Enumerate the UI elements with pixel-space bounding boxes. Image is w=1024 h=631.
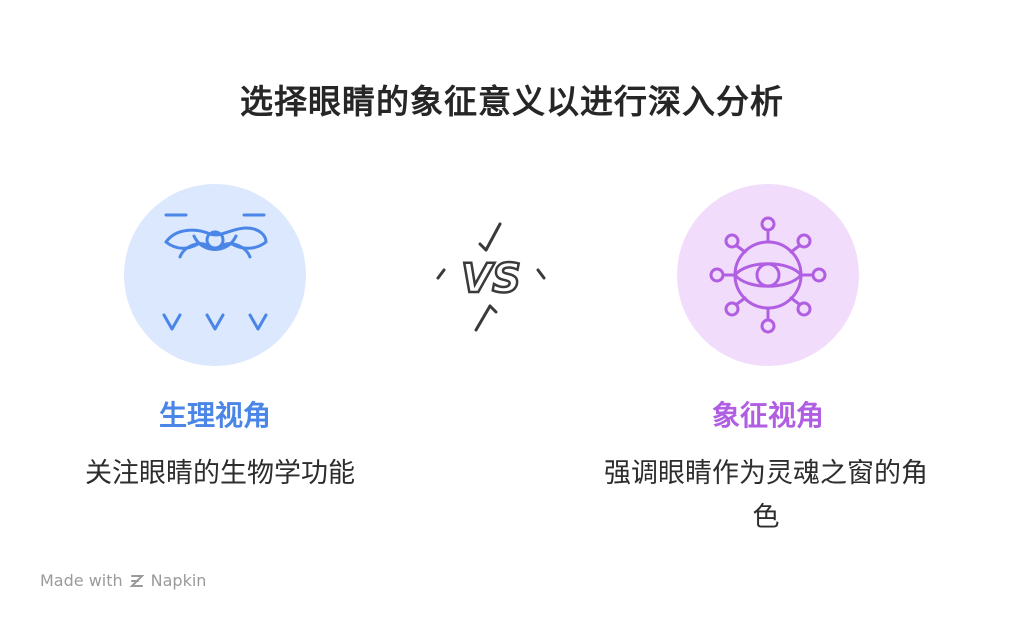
left-icon-circle [124, 184, 306, 366]
made-with-text: Made with [40, 571, 123, 590]
right-heading: 象征视角 [711, 399, 824, 432]
diagram-title: 选择眼睛的象征意义以进行深入分析 [240, 82, 784, 121]
left-description: 关注眼睛的生物学功能 [85, 458, 355, 489]
left-heading: 生理视角 [158, 399, 271, 432]
napkin-logo-icon [129, 574, 145, 587]
right-description-line-2: 色 [752, 502, 780, 533]
vs-label: VS [461, 256, 521, 302]
vs-icon: VS [436, 222, 546, 332]
footer-attribution: Made with Napkin [40, 571, 206, 590]
napkin-brand-text: Napkin [150, 571, 207, 590]
right-icon-circle [677, 184, 859, 366]
right-description-line-1: 强调眼睛作为灵魂之窗的角 [604, 458, 928, 489]
right-description: 强调眼睛作为灵魂之窗的角 色 [556, 452, 976, 540]
eye-network-icon [709, 216, 827, 334]
eye-biology-icon [162, 213, 268, 331]
